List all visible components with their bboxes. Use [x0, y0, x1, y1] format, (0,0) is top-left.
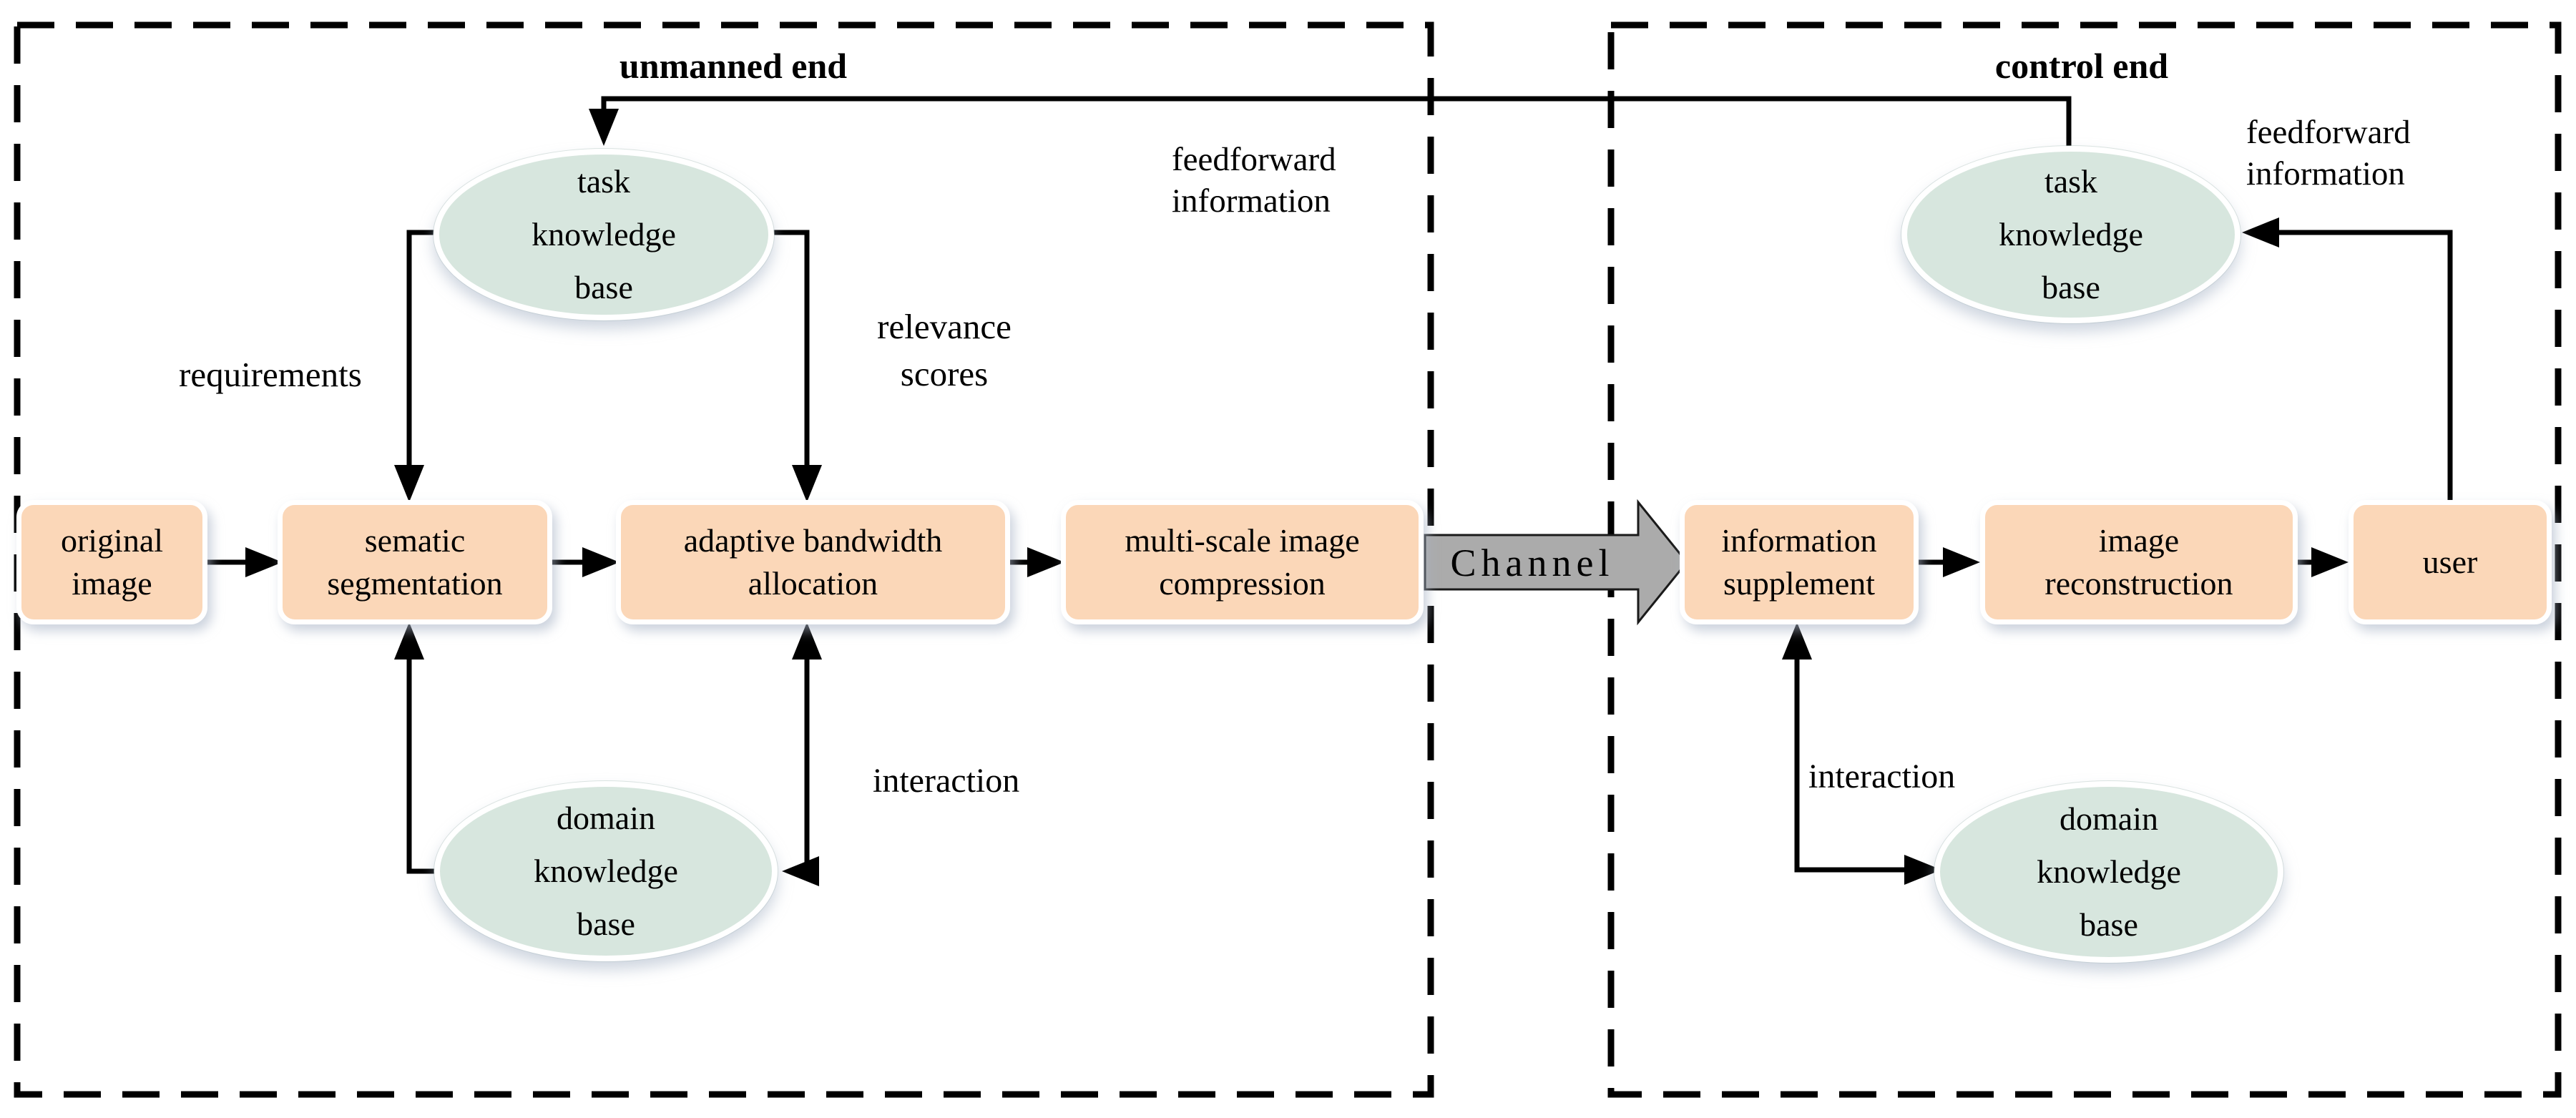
ellipse-domain-knowledge-base-right: domain knowledge base [1934, 781, 2283, 963]
node-information-supplement: information supplement [1680, 500, 1919, 624]
arrow-segmentation-to-allocation [552, 547, 619, 577]
label-relevance-scores: relevance scores [877, 307, 1012, 393]
panel-title-control-end: control end [1994, 46, 2169, 86]
arrow-reconstruction-to-user [2298, 547, 2349, 577]
arrow-allocation-to-compression [1010, 547, 1064, 577]
node-sematic-segmentation: sematic segmentation [278, 500, 552, 624]
arrow-domainkb-to-segmentation [394, 622, 439, 874]
arrow-taskkb-to-segmentation [394, 230, 435, 502]
arrow-user-to-taskkb [2242, 217, 2453, 500]
node-image-reconstruction: image reconstruction [1980, 500, 2298, 624]
arrow-supplement-to-reconstruction [1919, 547, 1980, 577]
arrow-taskkb-right-to-taskkb-left [589, 96, 2072, 149]
panel-title-unmanned-end: unmanned end [619, 46, 848, 86]
ellipse-task-knowledge-base-left: task knowledge base [434, 149, 774, 320]
ellipse-task-knowledge-base-right: task knowledge base [1901, 146, 2240, 323]
arrow-allocation-to-domainkb [782, 622, 822, 886]
node-original-image: original image [16, 500, 207, 624]
label-feedforward-information-right: feedforward information [2246, 114, 2411, 192]
control-end-panel-border [1607, 21, 2562, 1098]
label-feedforward-information-left: feedforward information [1172, 141, 1336, 220]
channel-arrow [1424, 499, 1688, 626]
ellipse-domain-knowledge-base-left: domain knowledge base [434, 781, 778, 961]
node-adaptive-bandwidth-allocation: adaptive bandwidth allocation [616, 500, 1010, 624]
node-multi-scale-image-compression: multi-scale image compression [1061, 500, 1424, 624]
label-requirements: requirements [179, 355, 362, 394]
node-user: user [2349, 500, 2552, 624]
arrow-supplement-to-domainkb [1782, 622, 1941, 885]
arrow-taskkb-to-allocation [773, 230, 822, 502]
arrow-original-to-segmentation [207, 547, 283, 577]
label-interaction-left: interaction [873, 762, 1020, 800]
channel-label: Channel [1450, 541, 1615, 584]
label-interaction-right: interaction [1808, 757, 1956, 795]
